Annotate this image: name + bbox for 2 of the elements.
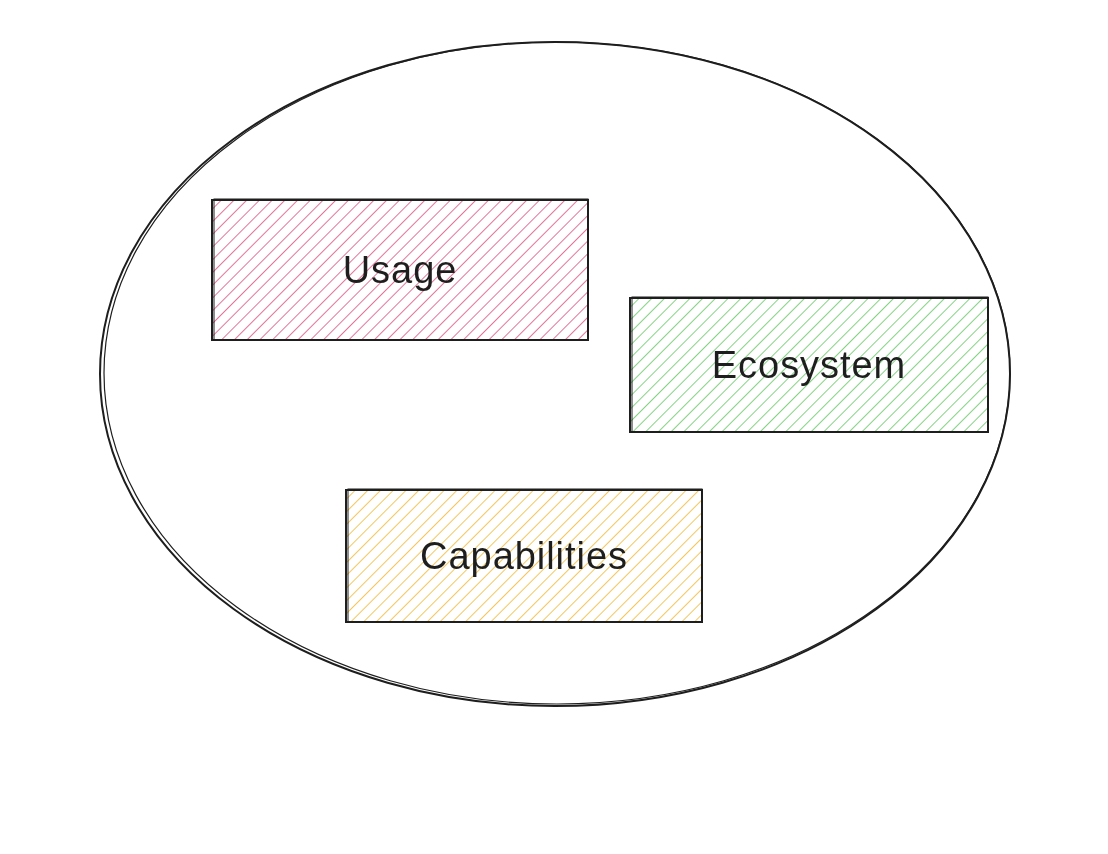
hatched-box: Ecosystem: [628, 296, 990, 434]
ellipse-outline: [98, 40, 1012, 708]
